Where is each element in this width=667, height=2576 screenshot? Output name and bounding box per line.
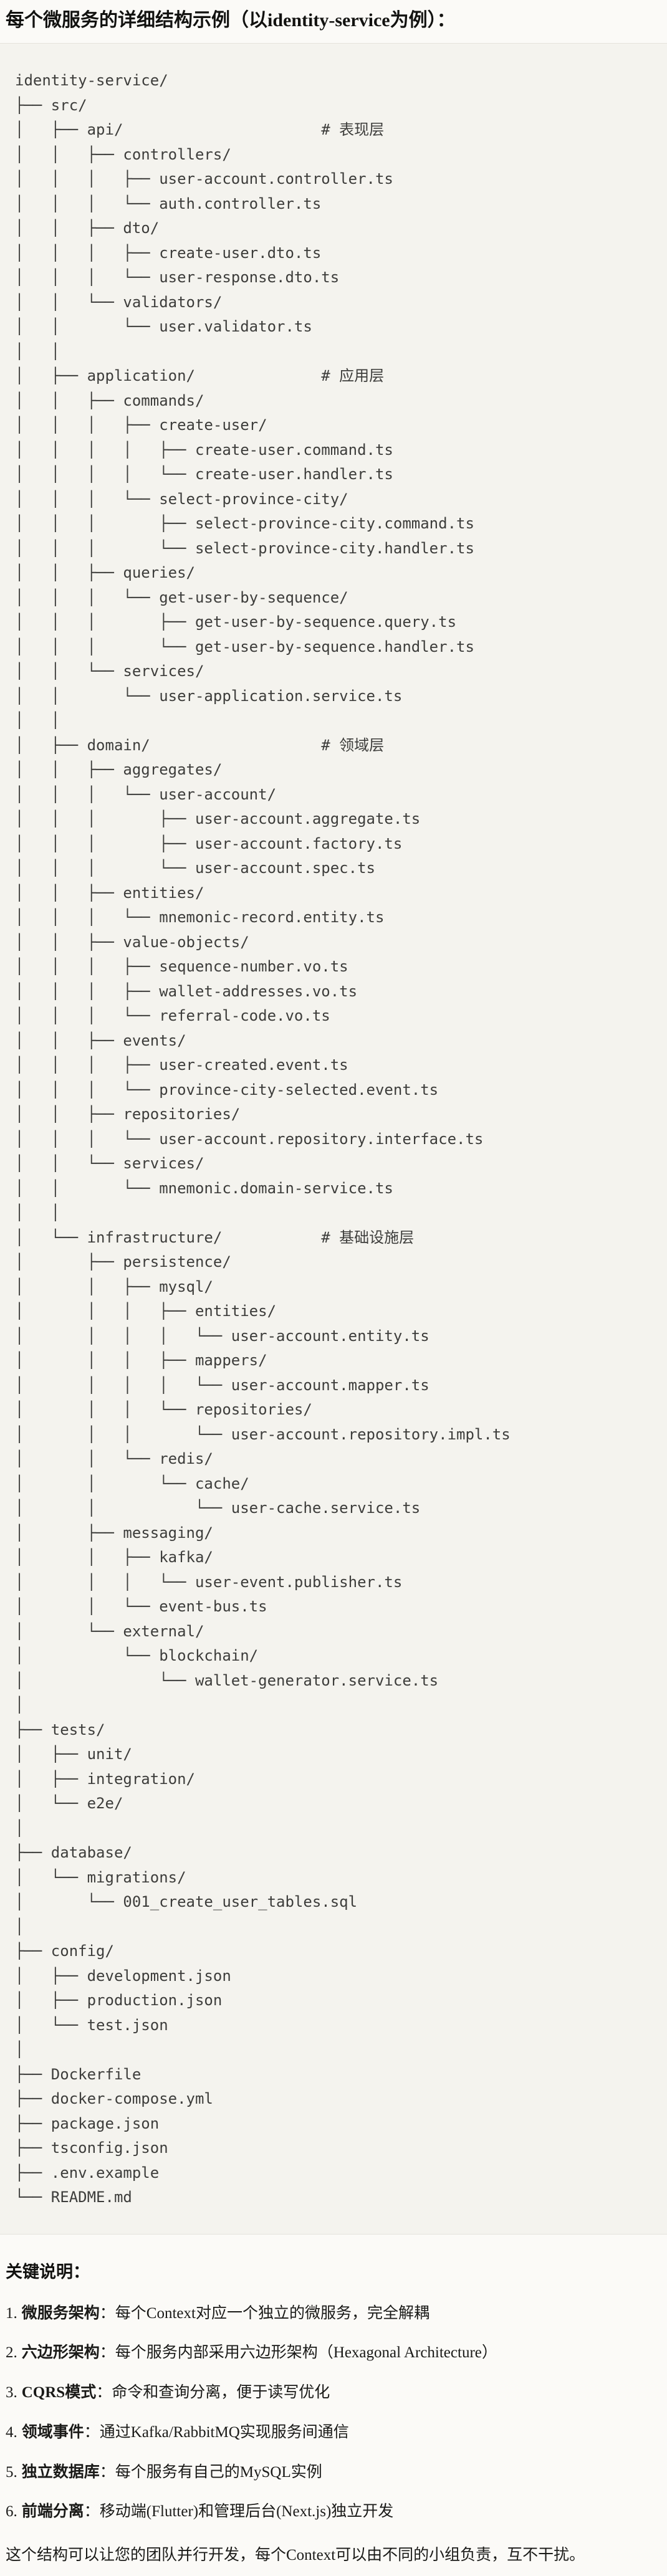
note-description: 通过Kafka/RabbitMQ实现服务间通信 bbox=[99, 2423, 349, 2441]
note-item: 4.领域事件：通过Kafka/RabbitMQ实现服务间通信 bbox=[6, 2422, 661, 2443]
note-number: 1. bbox=[6, 2304, 17, 2322]
note-separator: ： bbox=[99, 2463, 115, 2481]
code-block: identity-service/ ├── src/ │ ├── api/ # … bbox=[0, 43, 667, 2235]
note-item: 1.微服务架构：每个Context对应一个独立的微服务，完全解耦 bbox=[6, 2303, 661, 2324]
note-term: 领域事件 bbox=[21, 2423, 84, 2441]
note-term: 六边形架构 bbox=[21, 2344, 100, 2362]
note-item: 2.六边形架构：每个服务内部采用六边形架构（Hexagonal Architec… bbox=[6, 2342, 661, 2364]
note-term: 微服务架构 bbox=[21, 2304, 100, 2322]
note-item: 5.独立数据库：每个服务有自己的MySQL实例 bbox=[6, 2462, 661, 2483]
note-number: 6. bbox=[6, 2503, 17, 2521]
note-description: 每个服务内部采用六边形架构（Hexagonal Architecture） bbox=[115, 2344, 497, 2362]
note-separator: ： bbox=[84, 2503, 100, 2521]
note-term: 前端分离 bbox=[21, 2503, 84, 2521]
note-number: 4. bbox=[6, 2423, 17, 2441]
note-description: 移动端(Flutter)和管理后台(Next.js)独立开发 bbox=[99, 2503, 394, 2521]
note-item: 6.前端分离：移动端(Flutter)和管理后台(Next.js)独立开发 bbox=[6, 2501, 661, 2522]
note-separator: ： bbox=[96, 2384, 112, 2401]
note-separator: ： bbox=[99, 2344, 115, 2362]
note-term: CQRS模式 bbox=[21, 2384, 97, 2401]
note-description: 命令和查询分离，便于读写优化 bbox=[112, 2384, 330, 2401]
note-description: 每个服务有自己的MySQL实例 bbox=[115, 2463, 322, 2481]
note-separator: ： bbox=[99, 2304, 115, 2322]
note-item: 3.CQRS模式：命令和查询分离，便于读写优化 bbox=[6, 2382, 661, 2403]
note-number: 3. bbox=[6, 2384, 17, 2401]
note-separator: ： bbox=[84, 2423, 100, 2441]
note-number: 2. bbox=[6, 2344, 17, 2362]
notes-section: 关键说明： 1.微服务架构：每个Context对应一个独立的微服务，完全解耦 2… bbox=[0, 2235, 667, 2576]
note-number: 5. bbox=[6, 2463, 17, 2481]
page-title: 每个微服务的详细结构示例（以identity-service为例）： bbox=[6, 10, 456, 31]
note-term: 独立数据库 bbox=[21, 2463, 100, 2481]
notes-heading: 关键说明： bbox=[6, 2262, 90, 2281]
closing-paragraph: 这个结构可以让您的团队并行开发，每个Context可以由不同的小组负责，互不干扰… bbox=[6, 2547, 585, 2564]
note-description: 每个Context对应一个独立的微服务，完全解耦 bbox=[115, 2304, 429, 2322]
file-tree: identity-service/ ├── src/ │ ├── api/ # … bbox=[15, 72, 511, 2206]
